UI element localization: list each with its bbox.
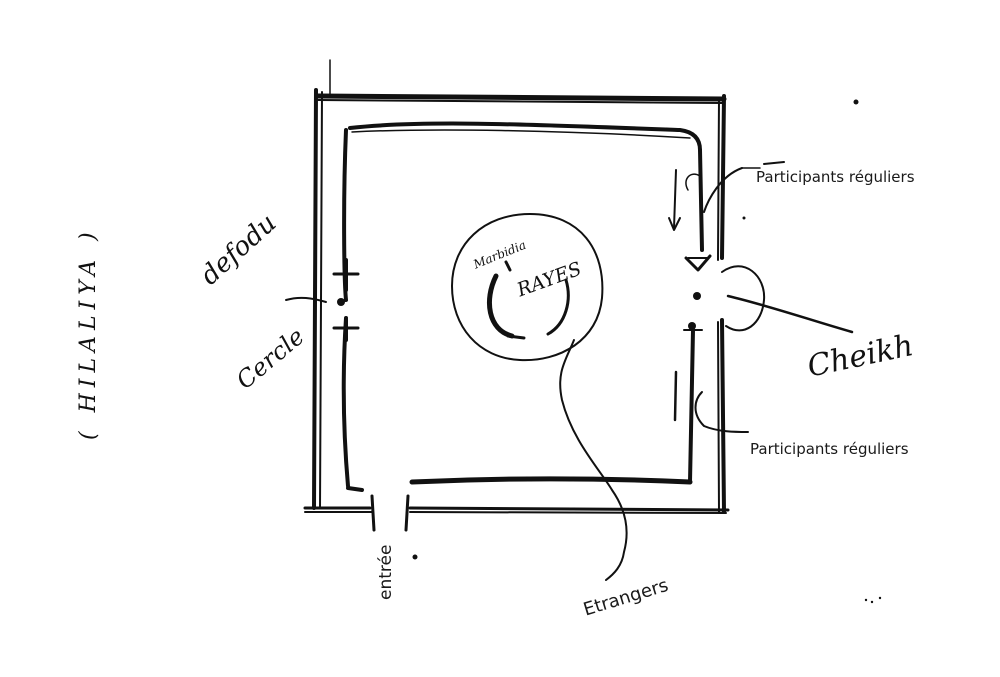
hilaliya-label: ( HILALIYA ) bbox=[76, 226, 101, 440]
inner-square bbox=[341, 121, 704, 492]
leader-lines bbox=[285, 161, 854, 581]
left-markers bbox=[332, 258, 360, 342]
entrance-gap bbox=[370, 494, 410, 532]
participants-bottom-label: Participants réguliers bbox=[750, 440, 909, 458]
cheikh-seat bbox=[721, 265, 766, 332]
center-circle bbox=[451, 213, 604, 362]
participants-top-label: Participants réguliers bbox=[756, 168, 915, 186]
dots bbox=[337, 99, 882, 604]
entree-label: entrée bbox=[376, 544, 396, 600]
right-flow-arrows bbox=[668, 169, 712, 422]
